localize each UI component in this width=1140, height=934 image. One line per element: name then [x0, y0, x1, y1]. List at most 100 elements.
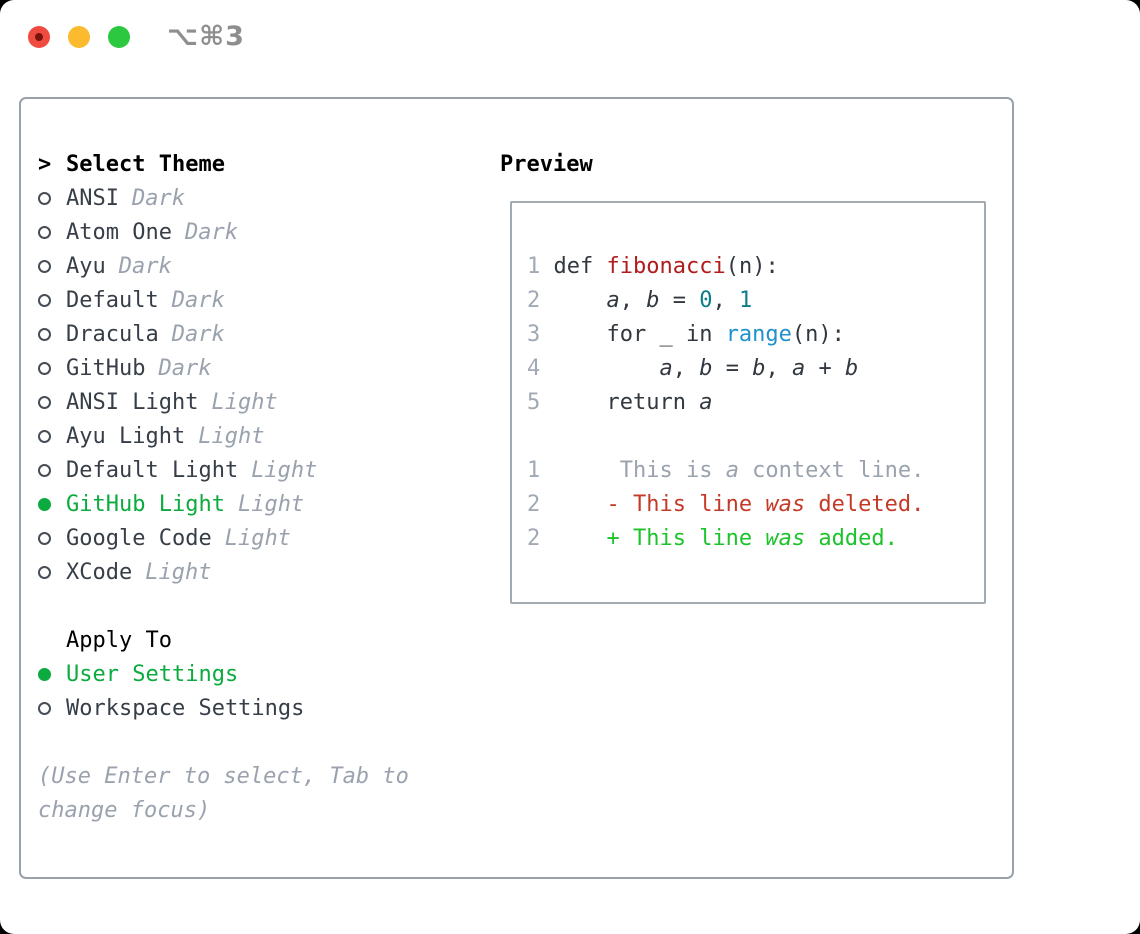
option-name: Default — [66, 288, 159, 313]
theme-option-ansi[interactable]: ANSI Dark — [38, 182, 409, 216]
code-token: a — [659, 356, 673, 381]
apply-option-user-settings[interactable]: User Settings — [38, 658, 409, 692]
line-number: 2 — [527, 492, 541, 517]
radio-circle — [38, 498, 51, 511]
code-token: a — [725, 458, 739, 483]
option-name: ANSI — [66, 186, 119, 211]
apply-to-label: Apply To — [66, 628, 172, 653]
theme-option-dracula[interactable]: Dracula Dark — [38, 318, 409, 352]
apply-option-workspace-settings[interactable]: Workspace Settings — [38, 692, 409, 726]
code-token: def — [540, 254, 607, 279]
code-token: deleted. — [805, 492, 925, 517]
option-variant: Light — [237, 492, 305, 517]
code-token: , — [672, 356, 700, 381]
window-titlebar: ⌥⌘3 — [0, 0, 1140, 74]
option-variant: Dark — [184, 220, 238, 245]
theme-option-default[interactable]: Default Dark — [38, 284, 409, 318]
radio-circle — [38, 464, 51, 477]
theme-option-atom-one[interactable]: Atom One Dark — [38, 216, 409, 250]
option-variant: Light — [198, 424, 265, 449]
option-variant: Dark — [171, 322, 225, 347]
code-token: , — [765, 356, 792, 381]
option-name: Google Code — [66, 526, 212, 551]
option-variant: Light — [145, 560, 212, 585]
option-variant: Dark — [171, 288, 225, 313]
code-token: added. — [805, 526, 898, 551]
code-token: fibonacci — [606, 254, 726, 279]
radio-icon — [38, 182, 66, 216]
radio-circle — [38, 396, 51, 409]
code-token: was — [765, 526, 806, 551]
radio-icon — [38, 216, 66, 250]
code-token: a — [606, 288, 620, 313]
code-token: b — [699, 356, 713, 381]
code-token: return — [540, 390, 700, 415]
code-line: 2 + This line was added. — [527, 522, 924, 556]
minimize-button[interactable] — [68, 26, 90, 48]
apply-to-header: Apply To — [38, 624, 409, 658]
theme-option-github-light[interactable]: GitHub Light Light — [38, 488, 409, 522]
code-token — [540, 288, 606, 313]
theme-option-xcode[interactable]: XCode Light — [38, 556, 409, 590]
option-name: Default Light — [66, 458, 239, 483]
radio-icon — [38, 386, 66, 420]
window-title: ⌥⌘3 — [167, 21, 245, 52]
code-line: 1 This is a context line. — [527, 454, 924, 488]
radio-selected-icon — [38, 488, 66, 522]
code-token: 1 — [738, 288, 753, 313]
option-name: Ayu Light — [66, 424, 186, 449]
option-name: User Settings — [66, 662, 239, 687]
radio-circle — [38, 328, 51, 341]
option-name: XCode — [66, 560, 133, 585]
theme-option-default-light[interactable]: Default Light Light — [38, 454, 409, 488]
code-token: b — [752, 356, 766, 381]
spacer — [38, 590, 409, 624]
close-button[interactable] — [28, 26, 50, 48]
line-number: 4 — [527, 356, 541, 381]
option-name: Atom One — [66, 220, 172, 245]
code-line: 4 a, b = b, a + b — [527, 352, 924, 386]
code-line — [527, 420, 924, 454]
line-number: 3 — [527, 322, 541, 347]
line-number: 1 — [527, 458, 541, 483]
code-token: + — [805, 356, 845, 381]
option-name: ANSI Light — [66, 390, 199, 415]
radio-circle — [38, 702, 51, 715]
code-line: 2 - This line was deleted. — [527, 488, 924, 522]
prompt-arrow-icon: > — [38, 152, 52, 177]
radio-circle — [38, 566, 51, 579]
option-variant: Dark — [158, 356, 212, 381]
close-dot-icon — [35, 33, 43, 41]
option-variant: Light — [251, 458, 318, 483]
option-name: Ayu — [66, 254, 106, 279]
line-number: 1 — [527, 254, 541, 279]
code-token: context line. — [738, 458, 925, 483]
zoom-button[interactable] — [108, 26, 130, 48]
hint-text: (Use Enter to select, Tab to — [38, 764, 409, 789]
code-token: = — [659, 288, 700, 313]
code-token: + This line — [540, 526, 766, 551]
code-token: was — [765, 492, 806, 517]
option-variant: Dark — [131, 186, 185, 211]
code-token: a — [699, 390, 713, 415]
theme-option-ayu-light[interactable]: Ayu Light Light — [38, 420, 409, 454]
option-name: GitHub — [66, 356, 146, 381]
line-number: 2 — [527, 288, 541, 313]
radio-circle — [38, 294, 51, 307]
radio-icon — [38, 352, 66, 386]
option-name: Dracula — [66, 322, 159, 347]
radio-circle — [38, 430, 51, 443]
option-name: GitHub Light — [66, 492, 225, 517]
theme-option-github[interactable]: GitHub Dark — [38, 352, 409, 386]
option-name: Workspace Settings — [66, 696, 305, 721]
